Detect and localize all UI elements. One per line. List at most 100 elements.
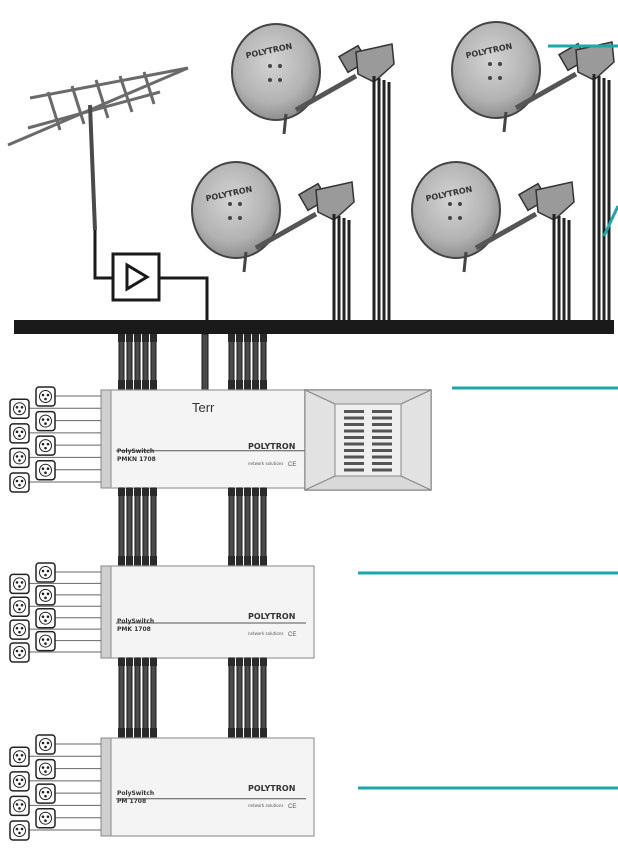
wall-outlet [36,809,55,828]
f-connector [134,556,141,566]
satellite-dish-4 [412,162,574,320]
f-connector [244,728,251,738]
vent-slot [372,436,392,439]
outlet-pin [44,642,47,645]
outlet-pin [47,615,50,618]
outlet-pin [16,828,19,831]
f-connector [228,380,235,390]
f-connector [244,658,251,666]
vent-slot [372,423,392,426]
dish-dot [278,78,282,82]
multiswitch-1 [10,334,314,492]
terr-label: Terr [192,400,215,415]
vent-slot [344,462,364,465]
ce-mark-1: CE [288,462,296,468]
switch-side-panel [101,566,111,658]
dish-dot [458,202,462,206]
vent-slot [344,449,364,452]
outlet-pin [44,795,47,798]
dish-dot [278,64,282,68]
outlet-pin [21,803,24,806]
wall-outlet [36,436,55,455]
switch-tagline-1: network solutions [248,461,283,466]
wall-outlet [36,735,55,754]
outlet-pin [16,480,19,483]
wall-outlet [10,620,29,639]
outlet-pin [44,398,47,401]
coax-cable [237,488,242,566]
outlet-pin [47,570,50,573]
switch-brand-1: POLYTRON [248,442,295,451]
f-connector [150,380,157,390]
vent-slot [344,423,364,426]
outlet-pin [47,638,50,641]
outlet-pin [47,418,50,421]
outlet-pin [47,766,50,769]
dish-mast [284,114,286,134]
f-connector [118,334,125,342]
f-connector [126,334,133,342]
switch-brand-3: POLYTRON [248,784,295,793]
outlet-pin [16,455,19,458]
switch-series-label-3: PolySwitch [117,790,154,797]
outlet-pin [16,406,19,409]
vent-slot [372,417,392,420]
f-connector [118,658,125,666]
outlet-pin [18,783,21,786]
f-connector [150,334,157,342]
wall-outlet [10,821,29,840]
f-connector [244,488,251,496]
dish-dot [228,216,232,220]
vent-slot [344,456,364,459]
outlet-pin [16,803,19,806]
ce-mark-2: CE [288,632,296,638]
outlet-pin [44,422,47,425]
wall-outlet [36,412,55,431]
f-connector [118,488,125,496]
coax-cable [151,658,156,738]
outlet-pin [21,455,24,458]
f-connector [228,488,235,496]
coax-cable [119,658,124,738]
vent-slot [344,417,364,420]
dish-mast [244,252,246,272]
multiswitch-3 [10,658,314,840]
dish-dot [488,62,492,66]
switch-side-panel [101,390,111,488]
vent-slot [372,449,392,452]
outlet-pin [42,791,45,794]
f-connector [118,556,125,566]
outlet-pin [44,819,47,822]
f-connector [252,380,259,390]
f-connector [236,334,243,342]
switch-series-label-1: PolySwitch [117,448,154,455]
wall-outlet [10,747,29,766]
f-connector [126,488,133,496]
outlet-pin [21,650,24,653]
coax-cable [143,488,148,566]
f-connector [150,556,157,566]
wall-outlet [10,448,29,467]
outlet-pin [16,754,19,757]
switch-series-label-2: PolySwitch [117,618,154,625]
f-connector [236,728,243,738]
wall-outlet [36,387,55,406]
outlet-pin [47,815,50,818]
outlet-pin [42,593,45,596]
f-connector [142,658,149,666]
coax-cable [253,658,258,738]
outlet-pin [42,742,45,745]
wall-outlet [10,796,29,815]
outlet-pin [18,435,21,438]
f-connector [260,380,267,390]
coax-cable [253,488,258,566]
f-connector [134,334,141,342]
wall-outlet [36,586,55,605]
f-connector [260,556,267,566]
vent-slot [344,443,364,446]
satellite-dish-3 [192,162,354,320]
coax-cable [143,658,148,738]
outlet-pin [21,779,24,782]
